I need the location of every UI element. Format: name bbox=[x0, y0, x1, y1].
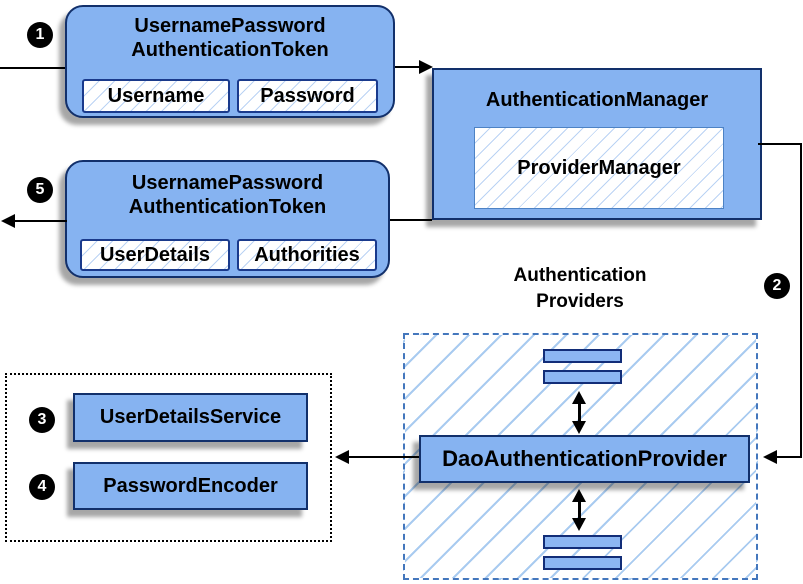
step-2-marker: 2 bbox=[764, 273, 790, 299]
token-request-title-line1: UsernamePassword bbox=[134, 15, 326, 37]
password-field-box: Password bbox=[237, 79, 378, 113]
arrowhead-token-to-manager bbox=[419, 60, 433, 74]
username-field-box: Username bbox=[82, 79, 230, 113]
arrowhead-result-out bbox=[1, 214, 15, 228]
provider-placeholder-bar-top-2 bbox=[543, 370, 622, 384]
connector-top-link bbox=[578, 402, 581, 424]
connector-token-to-manager bbox=[395, 66, 421, 68]
arrowhead-up-top-link bbox=[572, 391, 586, 404]
user-details-service-box: UserDetailsService bbox=[73, 393, 308, 442]
arrowhead-dao-to-collaborators bbox=[335, 450, 349, 464]
provider-placeholder-bar-bottom-2 bbox=[543, 556, 622, 570]
token-result-title-line1: UsernamePassword bbox=[131, 172, 324, 194]
authentication-manager-box: AuthenticationManager ProviderManager bbox=[432, 68, 762, 220]
authentication-manager-title: AuthenticationManager bbox=[485, 89, 709, 111]
step-4-marker: 4 bbox=[29, 474, 55, 500]
provider-placeholder-bar-bottom-1 bbox=[543, 535, 622, 549]
connector-request-in bbox=[0, 67, 65, 69]
arrowhead-down-top-link bbox=[572, 421, 586, 434]
connector-dao-to-collaborators bbox=[349, 456, 419, 458]
connector-result-out bbox=[14, 220, 67, 222]
arrowhead-down-bottom-link bbox=[572, 518, 586, 531]
authentication-providers-label-line2: Providers bbox=[536, 291, 624, 312]
username-password-authentication-token-result-box: UsernamePassword AuthenticationToken Use… bbox=[65, 160, 390, 278]
connector-manager-to-token-out bbox=[390, 219, 432, 221]
arrowhead-up-bottom-link bbox=[572, 489, 586, 502]
connector-manager-to-provider-bottom bbox=[777, 456, 802, 458]
step-1-marker: 1 bbox=[27, 22, 53, 48]
password-encoder-box: PasswordEncoder bbox=[73, 462, 308, 510]
authentication-providers-label: Authentication Providers bbox=[460, 263, 700, 315]
arrowhead-into-dao-provider bbox=[763, 450, 777, 464]
token-result-title: UsernamePassword AuthenticationToken bbox=[67, 162, 388, 219]
token-result-title-line2: AuthenticationToken bbox=[128, 196, 327, 218]
step-5-marker: 5 bbox=[27, 177, 53, 203]
connector-manager-to-provider-top bbox=[758, 143, 802, 145]
connector-manager-to-provider-vertical bbox=[800, 143, 802, 458]
provider-manager-box: ProviderManager bbox=[474, 127, 724, 209]
authorities-field-box: Authorities bbox=[237, 239, 377, 271]
dao-authentication-provider-box: DaoAuthenticationProvider bbox=[419, 435, 750, 483]
token-request-title: UsernamePassword AuthenticationToken bbox=[67, 7, 393, 62]
authentication-providers-label-line1: Authentication bbox=[513, 265, 647, 286]
token-request-title-line2: AuthenticationToken bbox=[131, 39, 329, 61]
provider-placeholder-bar-top-1 bbox=[543, 349, 622, 363]
connector-bottom-link bbox=[578, 500, 581, 520]
step-3-marker: 3 bbox=[29, 407, 55, 433]
username-password-authentication-token-request-box: UsernamePassword AuthenticationToken Use… bbox=[65, 5, 395, 118]
user-details-field-box: UserDetails bbox=[80, 239, 230, 271]
